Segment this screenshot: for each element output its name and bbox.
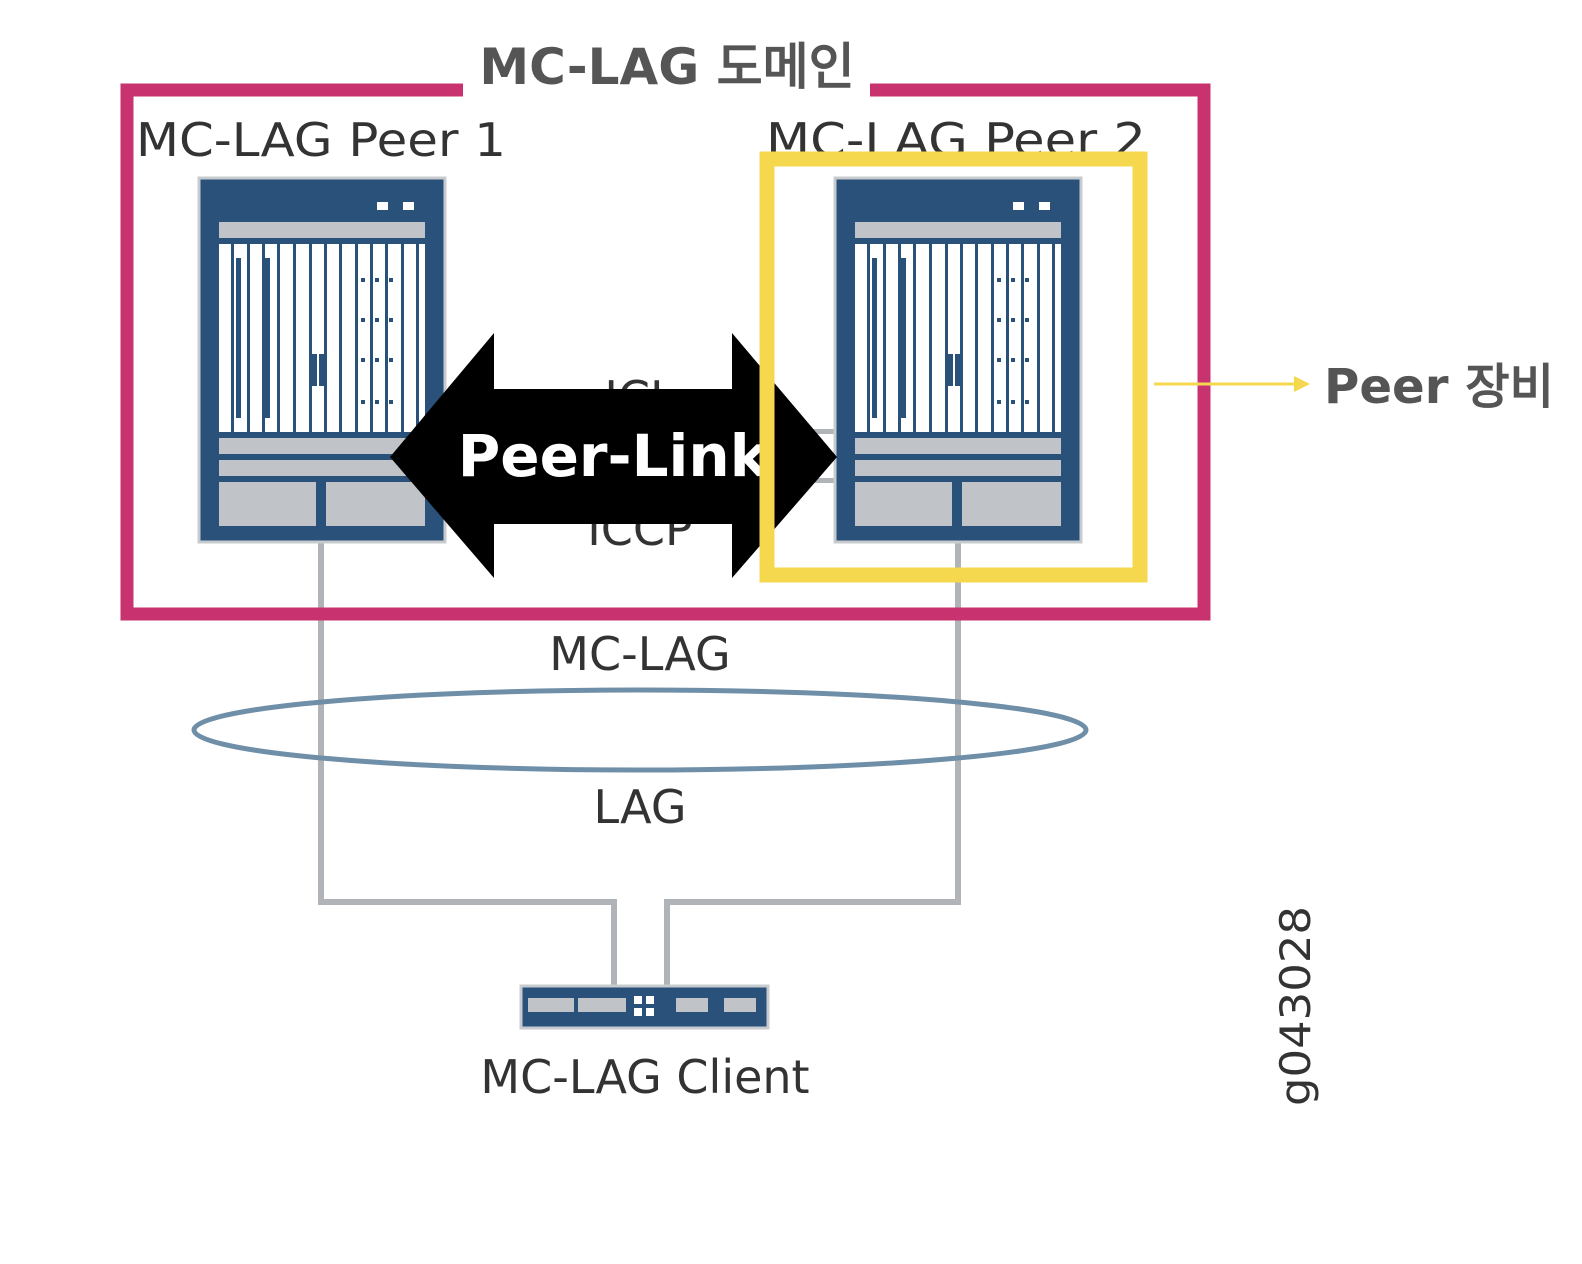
peer-device-callout-arrowhead (1294, 376, 1310, 392)
mclag-label: MC-LAG (549, 627, 730, 681)
peer-link-arrow (390, 333, 837, 578)
peer-device-label: Peer 장비 (1324, 359, 1554, 415)
peer-link-label: Peer-Link (458, 422, 770, 490)
client-label: MC-LAG Client (480, 1050, 809, 1104)
client-switch-icon (519, 984, 770, 1030)
peer1-label: MC-LAG Peer 1 (136, 113, 506, 167)
cable-peer2-to-client (664, 540, 961, 988)
peer2-chassis-icon (833, 176, 1083, 544)
domain-title: MC-LAG 도메인 (479, 38, 854, 96)
lag-label: LAG (594, 780, 687, 834)
cable-peer1-to-client (318, 540, 617, 988)
figure-id: g043028 (1271, 906, 1320, 1106)
mclag-domain-frame (120, 83, 1211, 621)
peer1-chassis-icon (197, 176, 447, 544)
peer-device-highlight (759, 151, 1148, 583)
lag-ellipse (191, 687, 1089, 773)
